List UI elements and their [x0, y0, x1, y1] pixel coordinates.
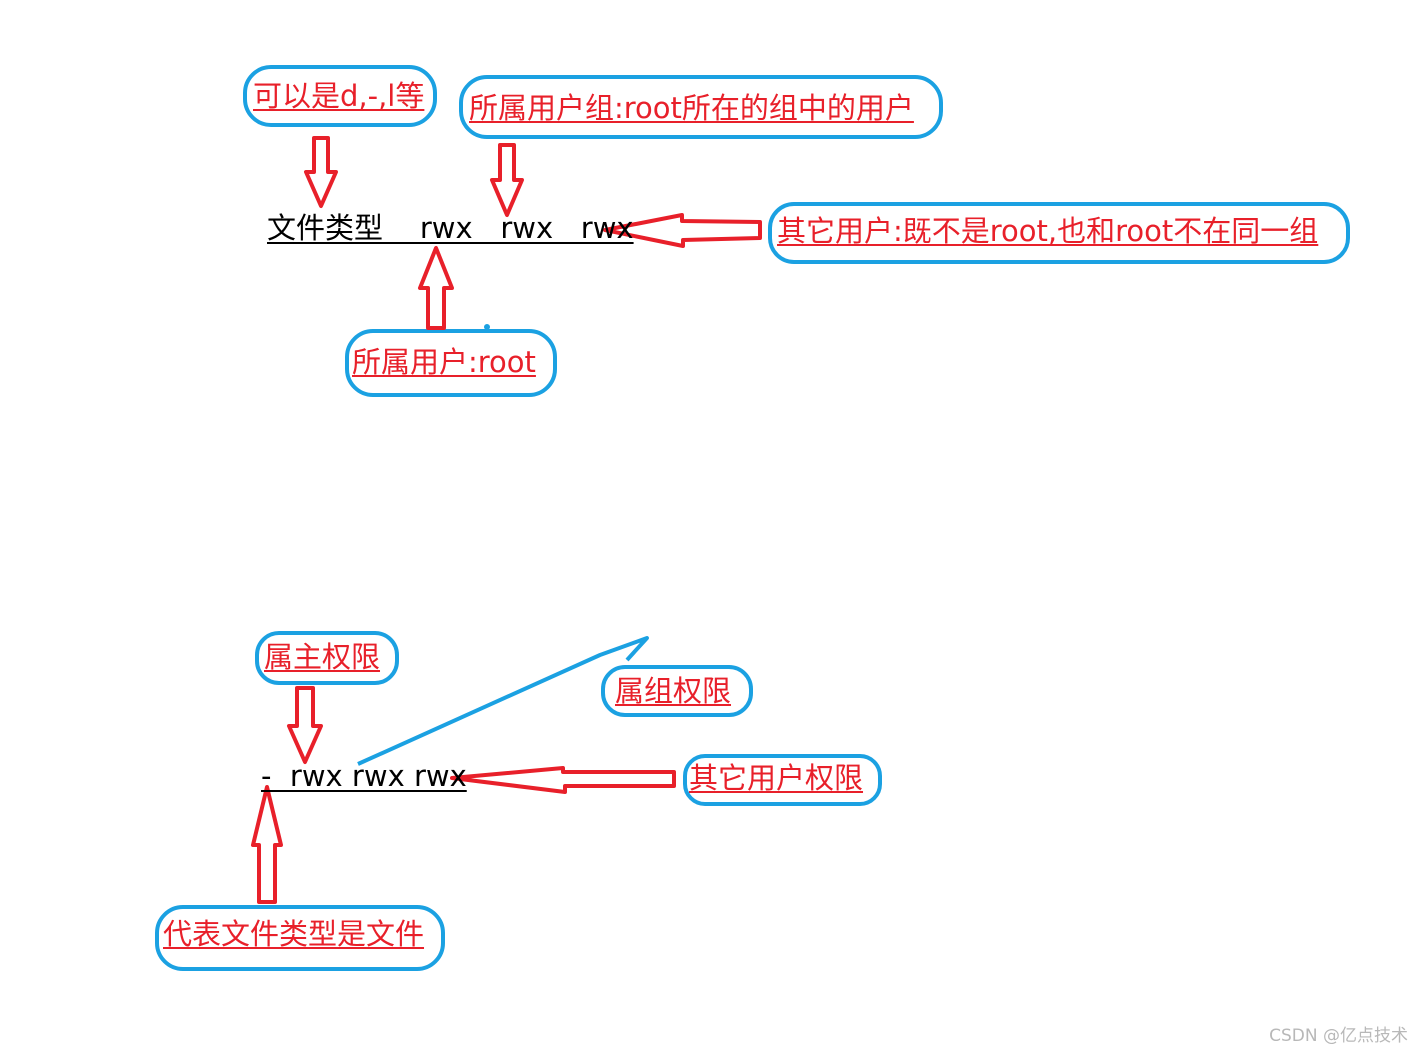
label-owner-perm: 属主权限: [264, 640, 381, 674]
arrow-down-group: [490, 143, 524, 217]
bubble-other-perm: [683, 754, 882, 806]
arrow-down-type: [304, 136, 338, 208]
arrow-down-owner-perm: [287, 686, 323, 764]
main-line-2: - rwx rwx rwx: [261, 759, 467, 793]
main-line-1: 文件类型 rwx rwx rwx: [267, 211, 634, 245]
arrow-left-other: [603, 213, 762, 248]
label-owner: 所属用户:root: [352, 345, 536, 379]
arrow-left-other-perm: [450, 766, 676, 794]
bubble-other: [768, 202, 1350, 264]
watermark: CSDN @亿点技术: [1269, 1026, 1408, 1046]
bubble-owner-perm: [255, 631, 399, 685]
arrow-up-owner: [418, 246, 454, 330]
connector-group-line: [357, 636, 649, 766]
bubble-type: [243, 65, 437, 127]
label-type: 可以是d,-,l等: [253, 79, 425, 113]
label-group-perm: 属组权限: [615, 674, 732, 708]
label-file-type: 代表文件类型是文件: [163, 917, 425, 951]
bubble-file-type: [155, 905, 445, 971]
bubble-group: [459, 75, 943, 139]
bubble-owner: [345, 329, 557, 397]
label-other: 其它用户:既不是root,也和root不在同一组: [777, 214, 1319, 248]
bubble-group-perm: [601, 665, 753, 717]
label-other-perm: 其它用户权限: [689, 761, 864, 795]
arrow-up-file-type: [251, 785, 283, 904]
label-group: 所属用户组:root所在的组中的用户: [469, 91, 914, 125]
